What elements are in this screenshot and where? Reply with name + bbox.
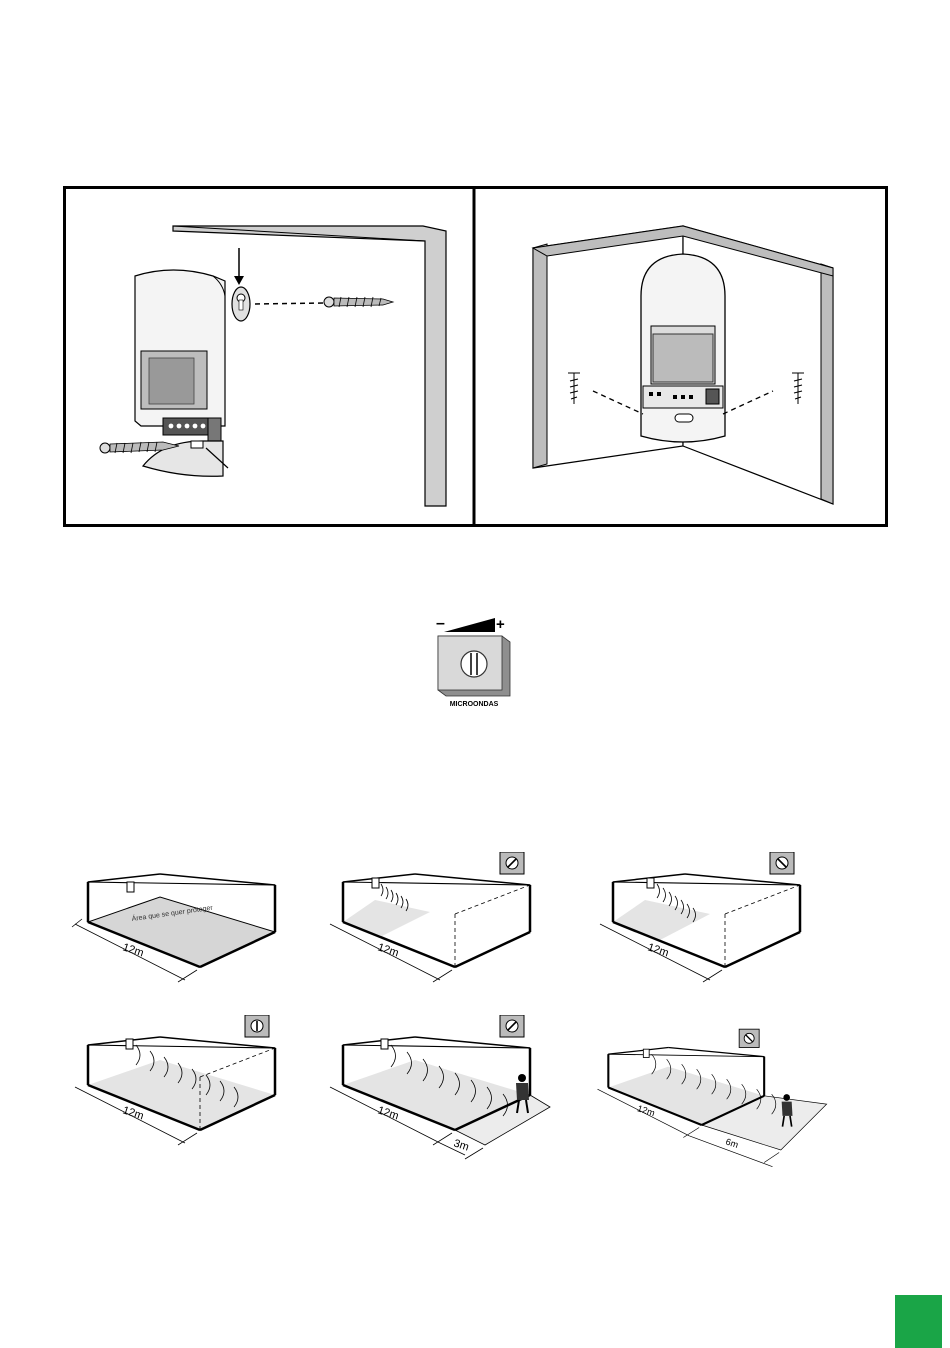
- room-5: 12m 3m: [315, 1015, 565, 1185]
- extra-distance-label: 3m: [452, 1137, 470, 1153]
- microwave-potentiometer: – + MICROONDAS: [430, 612, 525, 712]
- potentiometer-max-icon: [739, 1029, 759, 1047]
- room-3: 12m: [585, 852, 835, 1022]
- potentiometer-low-icon: [770, 852, 794, 874]
- room-1: 12m Área que se quer proteger: [60, 852, 310, 1022]
- potentiometer-mid-icon: [245, 1015, 269, 1037]
- plus-label: +: [496, 616, 505, 633]
- room-4: 12m: [60, 1015, 310, 1185]
- extra-distance-label: 6m: [724, 1137, 740, 1151]
- microondas-caption: MICROONDAS: [450, 701, 499, 708]
- mounting-figure: [63, 186, 888, 527]
- potentiometer-high-icon: [500, 1015, 524, 1037]
- minus-label: –: [436, 615, 445, 632]
- page-marker: [895, 1295, 942, 1348]
- potentiometer-min-icon: [500, 852, 524, 874]
- room-6: 12m 6m: [585, 1015, 835, 1185]
- room-2: 12m: [315, 852, 565, 1022]
- potentiometer-graphic: – + MICROONDAS: [430, 612, 525, 712]
